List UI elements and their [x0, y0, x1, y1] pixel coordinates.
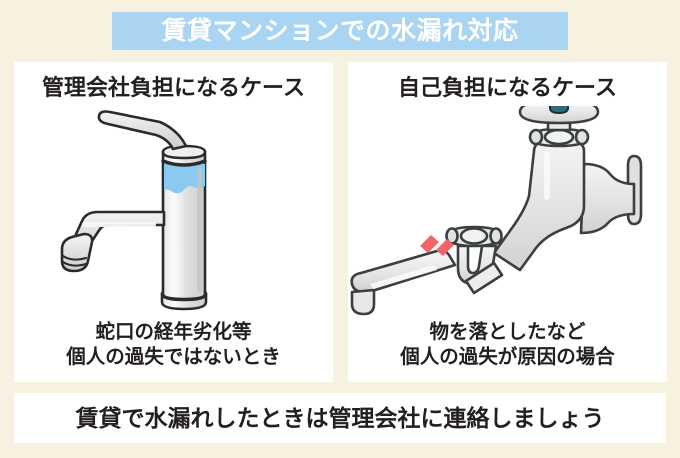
panel-management-company-case: 管理会社負担になるケース	[14, 62, 333, 382]
panel-heading-left: 管理会社負担になるケース	[42, 75, 305, 100]
footer-message: 賃貸で水漏れしたときは管理会社に連絡しましょう	[75, 404, 605, 431]
illustration-single-lever-mixer-faucet-leaking	[14, 106, 333, 328]
panel-caption-left-line1: 蛇口の経年劣化等	[95, 321, 252, 344]
panel-caption-left-line2: 個人の過失ではないとき	[66, 346, 281, 369]
title-banner: 賃貸マンションでの水漏れ対応	[112, 12, 568, 50]
panel-caption-right-line2: 個人の過失が原因の場合	[400, 346, 615, 369]
panel-self-burden-case: 自己負担になるケース	[348, 62, 667, 382]
illustration-wall-faucet-broken-spout	[348, 106, 667, 328]
panel-caption-right: 物を落としたなど 個人の過失が原因の場合	[348, 320, 667, 370]
page-title: 賃貸マンションでの水漏れ対応	[161, 16, 519, 45]
panel-caption-left: 蛇口の経年劣化等 個人の過失ではないとき	[14, 320, 333, 370]
footer-band: 賃貸で水漏れしたときは管理会社に連絡しましょう	[14, 393, 666, 443]
panel-heading-right: 自己負担になるケース	[398, 75, 617, 100]
panel-caption-right-line1: 物を落としたなど	[429, 321, 586, 344]
